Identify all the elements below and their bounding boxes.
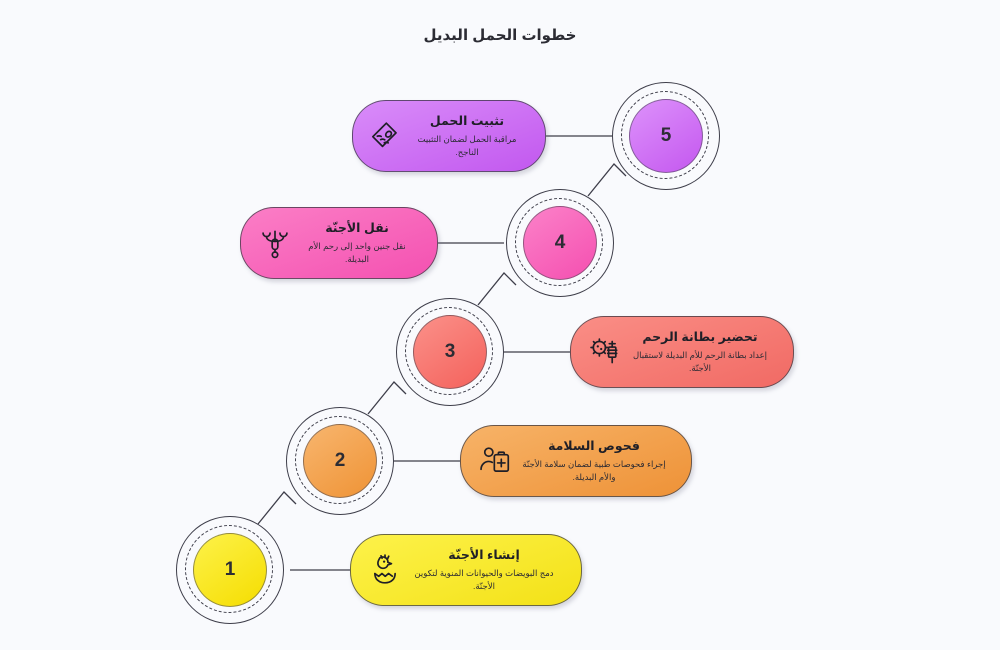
step-text-3: تحضير بطانة الرحم إعداد بطانة الرحم للأم… <box>625 329 775 374</box>
connector-2-3 <box>367 381 407 415</box>
dashed-ring <box>295 416 383 504</box>
step-card-3[interactable]: تحضير بطانة الرحم إعداد بطانة الرحم للأم… <box>570 316 794 388</box>
dashed-ring <box>621 91 709 179</box>
connector-4-5 <box>587 163 627 197</box>
step-number-disc-1: 1 <box>193 533 267 607</box>
step-title-4: نقل الأجنّة <box>325 221 389 236</box>
step-desc-2: إجراء فحوصات طبية لضمان سلامة الأجنّة وا… <box>522 459 666 482</box>
step-text-4: نقل الأجنّة نقل جنين واحد إلى رحم الأم ا… <box>295 220 419 265</box>
connector-3-4 <box>477 272 517 306</box>
step-title-1: إنشاء الأجنّة <box>448 548 520 563</box>
step-card-5[interactable]: تثبيت الحمل مراقبة الحمل لضمان التثبيت ا… <box>352 100 546 172</box>
step-desc-5: مراقبة الحمل لضمان التثبيت الناجح. <box>417 134 517 157</box>
step-number-disc-5: 5 <box>629 99 703 173</box>
dashed-ring <box>405 307 493 395</box>
step-card-4[interactable]: نقل الأجنّة نقل جنين واحد إلى رحم الأم ا… <box>240 207 438 279</box>
hatching-chick-icon <box>365 550 405 590</box>
step-desc-1: دمج البويضات والحيوانات المنوية لتكوين ا… <box>414 568 554 591</box>
step-number-disc-4: 4 <box>523 206 597 280</box>
step-circle-1[interactable]: 1 <box>176 516 284 624</box>
step-number-3: 3 <box>444 341 456 362</box>
cell-syringe-icon <box>585 332 625 372</box>
connector-1-2 <box>257 491 297 525</box>
step-card-2[interactable]: فحوص السلامة إجراء فحوصات طبية لضمان سلا… <box>460 425 692 497</box>
step-text-2: فحوص السلامة إجراء فحوصات طبية لضمان سلا… <box>515 438 673 483</box>
step-circle-3[interactable]: 3 <box>396 298 504 406</box>
step-title-2: فحوص السلامة <box>548 439 640 454</box>
step-card-1[interactable]: إنشاء الأجنّة دمج البويضات والحيوانات ال… <box>350 534 582 606</box>
embryo-transfer-icon <box>255 223 295 263</box>
step-number-disc-3: 3 <box>413 315 487 389</box>
step-desc-3: إعداد بطانة الرحم للأم البديلة لاستقبال … <box>632 350 768 373</box>
ultrasound-scan-icon <box>367 116 407 156</box>
step-number-4: 4 <box>554 232 566 253</box>
step-number-disc-2: 2 <box>303 424 377 498</box>
step-text-5: تثبيت الحمل مراقبة الحمل لضمان التثبيت ا… <box>407 113 527 158</box>
step-text-1: إنشاء الأجنّة دمج البويضات والحيوانات ال… <box>405 547 563 592</box>
page-title: خطوات الحمل البديل <box>423 27 577 44</box>
step-number-1: 1 <box>224 559 236 580</box>
step-number-2: 2 <box>334 450 346 471</box>
step-circle-5[interactable]: 5 <box>612 82 720 190</box>
patient-clipboard-icon <box>475 441 515 481</box>
dashed-ring <box>185 525 273 613</box>
step-desc-4: نقل جنين واحد إلى رحم الأم البديلة. <box>308 241 406 264</box>
step-number-5: 5 <box>660 125 672 146</box>
dashed-ring <box>515 198 603 286</box>
step-title-5: تثبيت الحمل <box>429 114 505 129</box>
step-circle-4[interactable]: 4 <box>506 189 614 297</box>
step-title-3: تحضير بطانة الرحم <box>642 330 758 345</box>
step-circle-2[interactable]: 2 <box>286 407 394 515</box>
